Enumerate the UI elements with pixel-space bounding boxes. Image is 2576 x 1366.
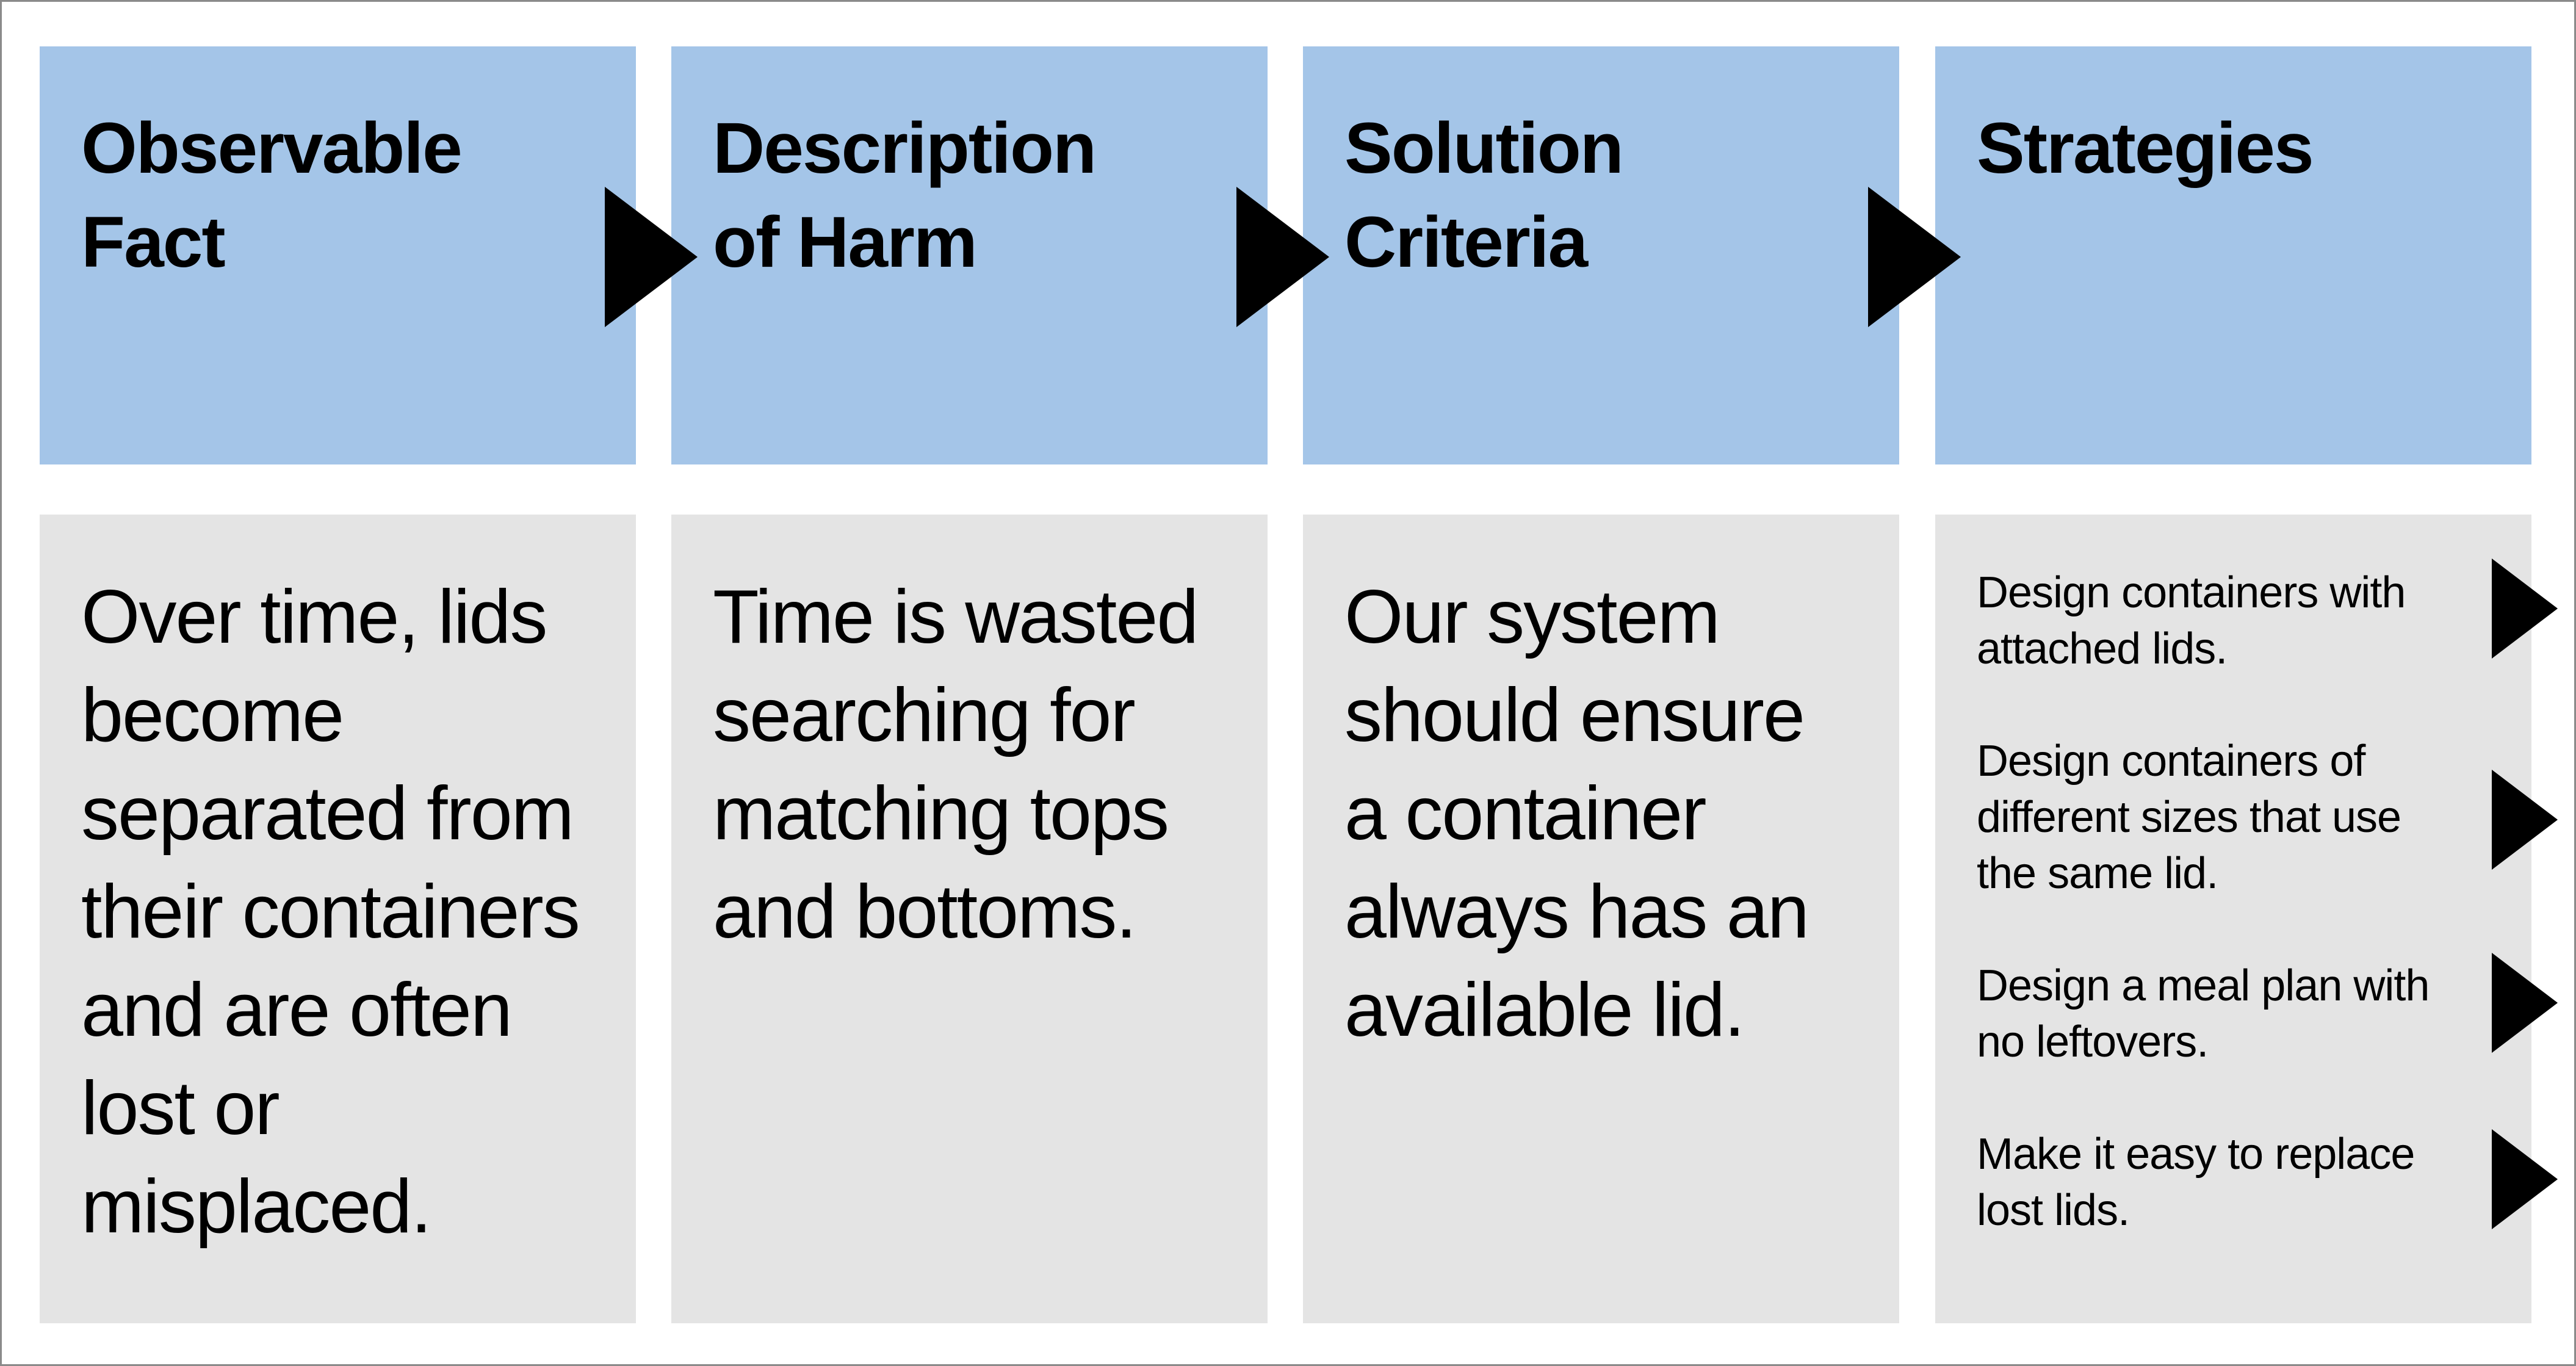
body-description-of-harm: Time is wasted searching for matching to… [671,515,1268,1323]
strategy-item-1: Design containers with attached lids. [1977,568,2406,673]
body-text-description-of-harm: Time is wasted searching for matching to… [713,575,1199,954]
body-solution-criteria: Our system should ensure a container alw… [1303,515,1899,1323]
body-text-solution-criteria: Our system should ensure a container alw… [1344,575,1809,1052]
flow-arrow-3-icon [1868,187,1961,327]
header-title-description-of-harm: Description of Harm [713,108,1097,283]
header-strategies: Strategies [1935,46,2531,464]
body-text-observable-fact: Over time, lids become separated from th… [81,575,580,1249]
strategy-arrow-3-icon [2492,953,2558,1053]
strategy-item-2: Design containers of different sizes tha… [1977,737,2401,898]
strategy-arrow-4-icon [2492,1129,2558,1229]
header-title-observable-fact: Observable Fact [81,108,463,283]
strategy-item-3: Design a meal plan with no leftovers. [1977,961,2430,1066]
header-solution-criteria: Solution Criteria [1303,46,1899,464]
body-observable-fact: Over time, lids become separated from th… [40,515,636,1323]
body-strategies: Design containers with attached lids. De… [1935,515,2531,1323]
strategy-arrow-2-icon [2492,770,2558,870]
flow-arrow-1-icon [605,187,698,327]
header-observable-fact: Observable Fact [40,46,636,464]
flow-arrow-2-icon [1236,187,1329,327]
strategy-arrow-1-icon [2492,558,2558,659]
strategy-item-4: Make it easy to replace lost lids. [1977,1130,2415,1235]
strategies-list: Design containers with attached lids. De… [1977,565,2452,1295]
header-title-solution-criteria: Solution Criteria [1344,108,1624,283]
header-description-of-harm: Description of Harm [671,46,1268,464]
header-title-strategies: Strategies [1977,108,2314,189]
